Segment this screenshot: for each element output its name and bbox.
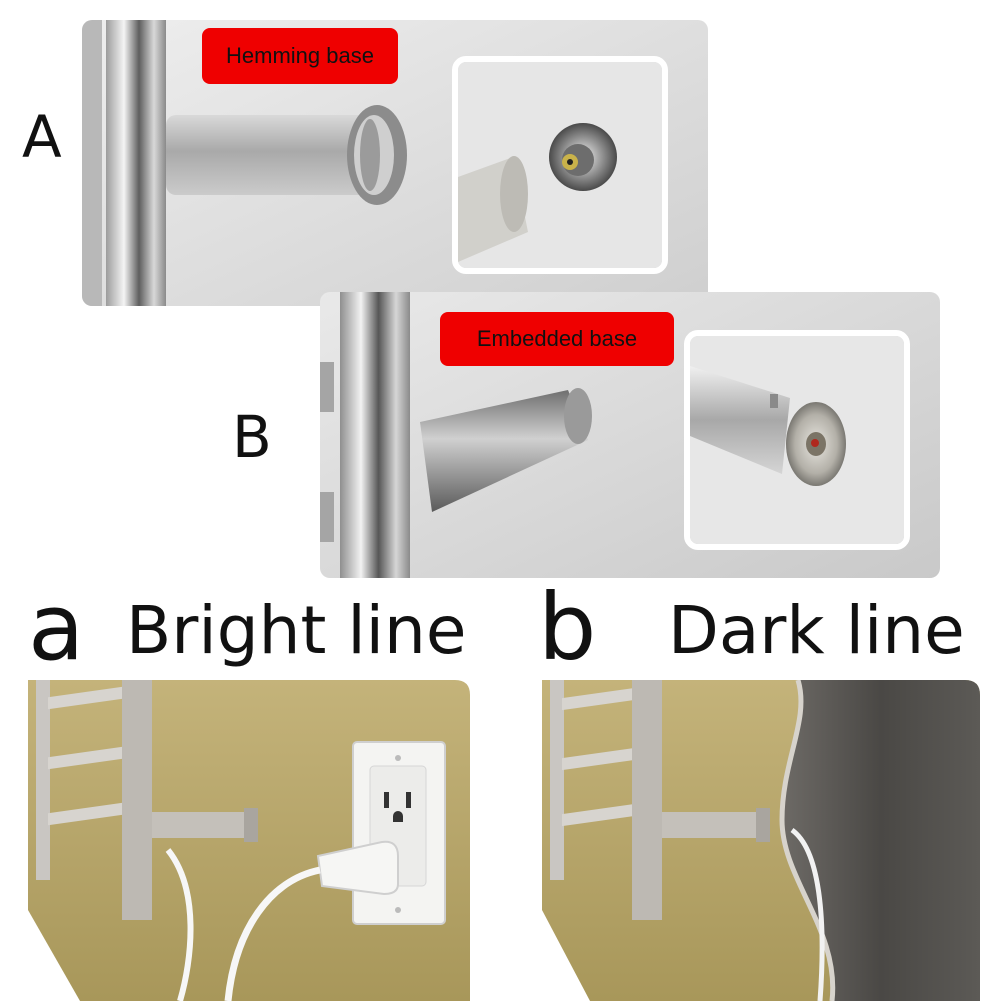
bright-line-photo bbox=[28, 680, 470, 1001]
embedded-base-detail-inset bbox=[684, 330, 910, 550]
panel-a-letter: A bbox=[22, 103, 62, 171]
hemming-base-detail-photo bbox=[458, 62, 662, 268]
panel-b-letter: B bbox=[232, 403, 272, 471]
bright-line-illustration bbox=[0, 680, 470, 1001]
option-a-caption: Bright line bbox=[126, 592, 467, 669]
embedded-base-tag: Embedded base bbox=[440, 312, 674, 366]
dark-line-photo bbox=[542, 680, 980, 1001]
embedded-base-detail-photo bbox=[690, 336, 904, 544]
option-a-letter: a bbox=[28, 574, 85, 681]
dark-line-illustration bbox=[520, 680, 980, 1001]
option-b-caption: Dark line bbox=[668, 592, 965, 669]
hemming-base-detail-inset bbox=[452, 56, 668, 274]
hemming-base-tag: Hemming base bbox=[202, 28, 398, 84]
option-b-letter: b bbox=[538, 574, 597, 681]
